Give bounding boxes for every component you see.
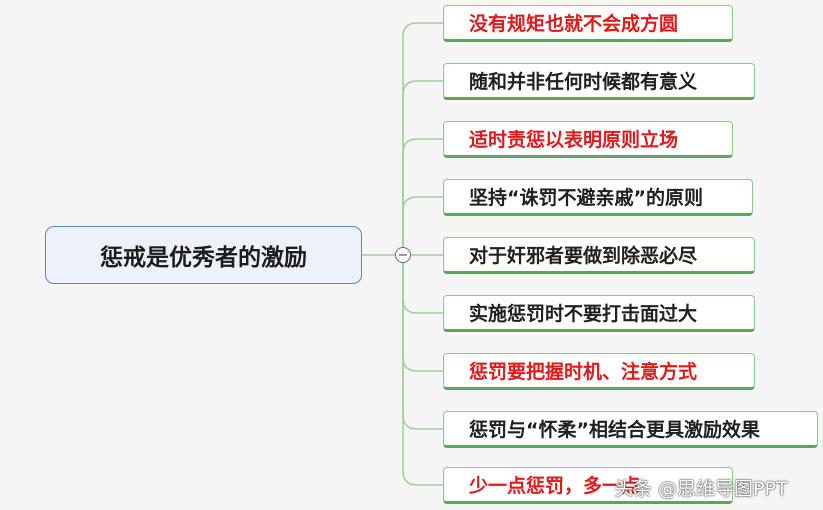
branch-topic[interactable]: 随和并非任何时候都有意义 xyxy=(443,63,755,100)
branch-topic[interactable]: 对于奸邪者要做到除恶必尽 xyxy=(443,237,755,274)
branch-connector xyxy=(402,263,444,314)
central-topic[interactable]: 惩戒是优秀者的激励 xyxy=(45,226,362,284)
branch-topic-label: 惩罚要把握时机、注意方式 xyxy=(469,361,698,383)
branch-topic-label: 坚持“诛罚不避亲戚”的原则 xyxy=(469,187,703,209)
branch-topic-label: 适时责惩以表明原则立场 xyxy=(469,129,679,151)
branch-connector xyxy=(402,80,444,255)
branch-topic[interactable]: 实施惩罚时不要打击面过大 xyxy=(443,295,755,332)
branch-topic[interactable]: 没有规矩也就不会成方圆 xyxy=(443,5,733,42)
watermark: 头条 @思维导图PPT xyxy=(614,478,788,500)
branch-topic[interactable]: 坚持“诛罚不避亲戚”的原则 xyxy=(443,179,753,216)
branch-connector xyxy=(402,263,444,372)
branch-topic[interactable]: 适时责惩以表明原则立场 xyxy=(443,121,733,158)
branch-connector xyxy=(402,138,444,255)
branch-connector xyxy=(402,22,444,255)
branch-topic-label: 惩罚与“怀柔”相结合更具激励效果 xyxy=(469,419,760,441)
branch-topic-label: 对于奸邪者要做到除恶必尽 xyxy=(469,245,698,267)
branch-connector xyxy=(402,196,444,255)
branch-topic[interactable]: 少一点惩罚，多一点 xyxy=(443,467,733,504)
branch-topic[interactable]: 惩罚要把握时机、注意方式 xyxy=(443,353,755,390)
collapse-toggle-icon[interactable]: − xyxy=(395,247,411,263)
branch-connector xyxy=(402,263,444,486)
branch-topic-label: 少一点惩罚，多一点 xyxy=(469,475,641,497)
branch-topic-label: 实施惩罚时不要打击面过大 xyxy=(469,303,698,325)
branch-topic-label: 随和并非任何时候都有意义 xyxy=(469,71,698,93)
branch-topic[interactable]: 惩罚与“怀柔”相结合更具激励效果 xyxy=(443,411,818,448)
branch-connector xyxy=(402,263,444,430)
central-topic-label: 惩戒是优秀者的激励 xyxy=(100,245,307,271)
branch-topic-label: 没有规矩也就不会成方圆 xyxy=(469,13,679,35)
